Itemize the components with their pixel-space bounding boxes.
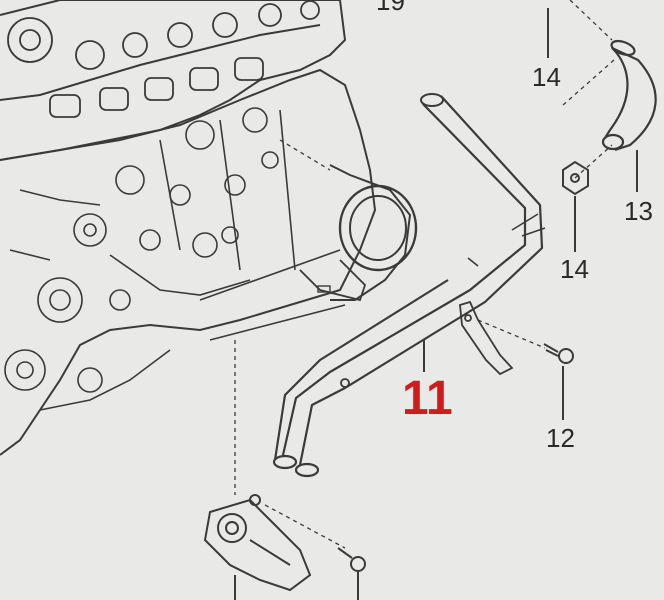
thermostat-housing (203, 494, 312, 600)
leader-lines (234, 0, 615, 549)
bolt-small (337, 547, 366, 572)
hose (601, 39, 657, 152)
callout-14-top: 14 (532, 62, 561, 92)
nut (562, 160, 589, 196)
callout-leaders (357, 8, 638, 600)
pipe-bracket (340, 300, 514, 388)
callout-12: 12 (546, 423, 575, 453)
callout-19: 19 (376, 0, 405, 16)
callout-11-highlighted: 11 (402, 372, 453, 425)
engine-block (0, 0, 418, 456)
bolt (543, 343, 574, 364)
callout-14-nut: 14 (560, 254, 589, 284)
coolant-pipe (272, 93, 546, 478)
callout-13: 13 (624, 196, 653, 226)
